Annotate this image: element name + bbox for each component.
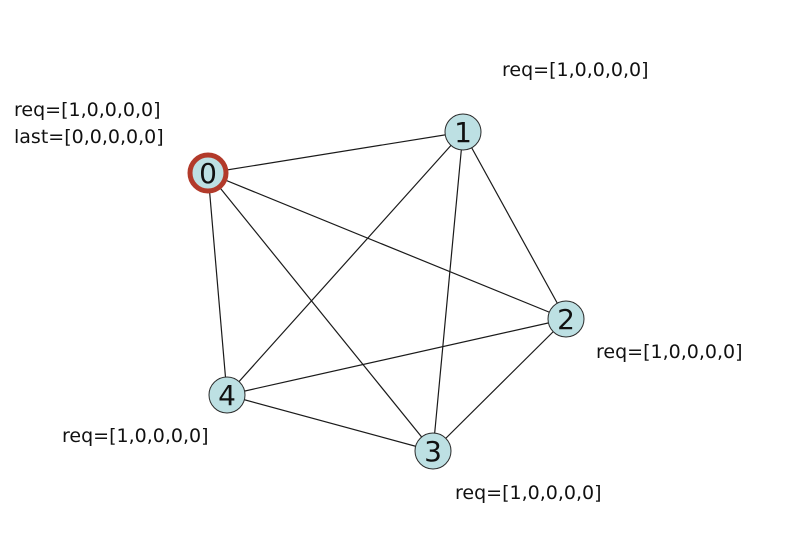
edge-2-4 [226, 318, 567, 396]
edge-1-3 [432, 131, 464, 452]
node-3-circle [414, 432, 452, 470]
edge-2-3 [432, 318, 567, 452]
edge-0-3 [207, 172, 434, 452]
node3-req-annotation: req=[1,0,0,0,0] [455, 482, 602, 504]
node-1-label: 1 [454, 116, 472, 149]
node2-req-annotation: req=[1,0,0,0,0] [596, 341, 743, 363]
node-4: 4 [208, 376, 246, 414]
edges-layer [207, 131, 567, 452]
node-0: 0 [187, 152, 229, 194]
node-2-circle [547, 300, 585, 338]
edge-1-4 [226, 131, 464, 396]
edge-0-4 [207, 172, 228, 396]
edge-3-4 [226, 394, 434, 452]
node4-req-annotation: req=[1,0,0,0,0] [62, 425, 209, 447]
edge-0-2 [207, 172, 567, 320]
node-4-label: 4 [218, 379, 236, 412]
node-3: 3 [414, 432, 452, 470]
nodes-layer: 0 1 2 3 4 [187, 113, 585, 470]
node-0-token-circle [187, 152, 229, 194]
node-4-circle [208, 376, 246, 414]
node-3-label: 3 [424, 435, 442, 468]
node1-req-annotation: req=[1,0,0,0,0] [502, 59, 649, 81]
node-2-label: 2 [557, 303, 575, 336]
edge-1-2 [462, 131, 567, 320]
node-2: 2 [547, 300, 585, 338]
node-0-label: 0 [199, 157, 217, 190]
node-1: 1 [444, 113, 482, 151]
node0-req-annotation: req=[1,0,0,0,0] [14, 99, 161, 121]
node0-last-annotation: last=[0,0,0,0,0] [14, 126, 164, 148]
node-1-circle [444, 113, 482, 151]
edge-0-1 [207, 131, 464, 174]
